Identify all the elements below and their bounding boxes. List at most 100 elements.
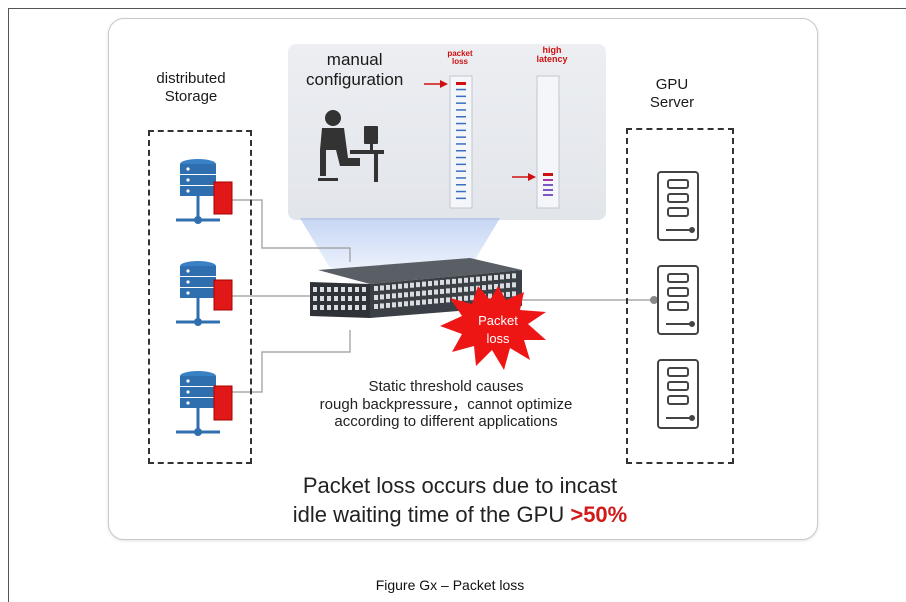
frame-left-border <box>8 8 9 602</box>
switch-port <box>341 296 345 301</box>
switch-port <box>464 286 468 292</box>
switch-port <box>341 287 345 292</box>
packet-loss-gauge <box>449 75 473 209</box>
switch-port <box>470 277 474 283</box>
figure-caption: Figure Gx – Packet loss <box>375 577 525 593</box>
switch-port <box>452 287 456 293</box>
red-arrows <box>424 80 536 181</box>
switch-port <box>327 296 331 301</box>
static-line2: rough backpressure，cannot optimize <box>319 395 573 413</box>
switch-port <box>404 301 408 307</box>
switch-port <box>512 282 516 288</box>
switch-port <box>410 291 414 297</box>
wire-gpu-endpoint <box>650 296 658 304</box>
switch-port <box>386 302 390 308</box>
switch-port <box>404 292 408 298</box>
switch-port <box>428 299 432 305</box>
switch-port <box>434 298 438 304</box>
switch-port <box>458 296 462 302</box>
switch-port <box>488 293 492 299</box>
high-latency-line2: latency <box>536 54 568 65</box>
summary-highlight: >50% <box>570 501 628 527</box>
switch-port <box>434 280 438 286</box>
wire-storage-1 <box>232 199 351 262</box>
gauge-tick <box>456 143 466 145</box>
high-latency-gauge <box>536 75 560 209</box>
gauge-tick <box>456 129 466 132</box>
switch-port <box>458 287 462 293</box>
switch-port <box>422 290 426 296</box>
switch-port <box>482 285 486 291</box>
burst-label-line2: loss <box>486 331 510 347</box>
gauge-tick <box>456 163 466 166</box>
switch-port <box>327 305 331 310</box>
storage-title-line2: Storage <box>164 88 218 105</box>
burst-label-line1: Packet <box>478 313 518 328</box>
switch-port <box>398 301 402 307</box>
static-line3: according to different applications <box>334 413 558 431</box>
connection-wires <box>232 199 656 393</box>
switch-port <box>428 290 432 296</box>
packet-loss-gauge-label: packet loss <box>438 49 482 67</box>
switch-port <box>327 287 331 292</box>
switch-port <box>416 291 420 297</box>
summary-line2-text: idle waiting time of the GPU <box>292 501 565 527</box>
switch-port <box>386 284 390 290</box>
switch-port <box>422 299 426 305</box>
storage-server-icon-1 <box>176 159 233 224</box>
person-at-desk-icon <box>318 110 384 182</box>
storage-title-line1: distributed <box>156 70 226 87</box>
switch-port <box>380 303 384 309</box>
storage-title: distributed Storage <box>148 70 234 106</box>
switch-port <box>362 287 366 292</box>
switch-port <box>334 287 338 292</box>
static-threshold-note: Static threshold causes rough backpressu… <box>266 378 626 431</box>
switch-port <box>488 275 492 281</box>
storage-group-box <box>148 130 252 464</box>
switch-port <box>374 304 378 309</box>
summary-line2: idle waiting time of the GPU >50% <box>160 501 760 530</box>
switch-port <box>488 284 492 290</box>
switch-port <box>470 286 474 292</box>
gpu-server-icon-1 <box>657 171 699 241</box>
switch-port <box>494 284 498 289</box>
gauge-tick <box>456 177 466 179</box>
switch-port <box>380 294 384 300</box>
switch-port <box>355 287 359 292</box>
switch-port <box>422 281 426 287</box>
switch-port <box>506 282 510 288</box>
switch-port <box>500 274 504 280</box>
gauge-tick <box>456 82 466 85</box>
switch-port <box>512 291 516 297</box>
manual-line1: manual <box>326 50 383 69</box>
gauge-tick <box>456 109 466 111</box>
gauge-tick <box>456 136 466 138</box>
gauge-tick <box>456 156 466 159</box>
switch-port <box>392 284 396 290</box>
switch-port <box>404 283 408 289</box>
switch-port <box>341 305 345 310</box>
switch-port <box>482 276 486 282</box>
switch-port <box>452 278 456 284</box>
switch-port <box>398 292 402 298</box>
switch-port <box>500 283 504 289</box>
switch-port <box>355 305 359 310</box>
gauge-tick <box>456 170 466 172</box>
switch-port <box>386 293 390 299</box>
gpu-server-icon-2 <box>657 265 699 335</box>
switch-port <box>416 282 420 288</box>
gauge-tick <box>456 122 466 125</box>
switch-port <box>374 295 378 300</box>
storage-server-icon-3 <box>176 371 233 436</box>
packet-loss-burst <box>440 286 546 370</box>
switch-port <box>434 289 438 295</box>
high-latency-gauge-label: high latency <box>526 45 578 65</box>
gpu-title-line2: Server <box>649 94 695 111</box>
switch-port <box>458 278 462 284</box>
switch-port <box>464 277 468 283</box>
switch-port <box>446 297 450 303</box>
frame-top-border <box>8 8 906 9</box>
switch-port <box>512 273 516 279</box>
high-latency-line1: high <box>542 45 562 55</box>
